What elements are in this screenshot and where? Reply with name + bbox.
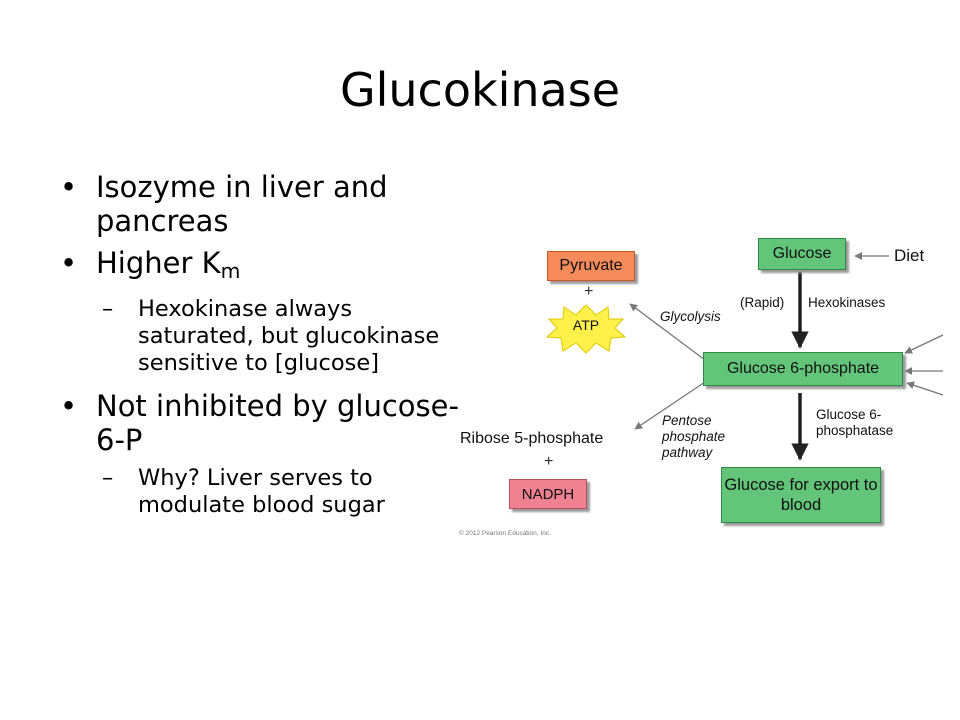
atp-starburst-icon (545, 304, 627, 354)
glucose-box: Glucose (758, 238, 846, 270)
metabolic-diagram: Glucose Diet (Rapid) Hexokinases Pyruvat… (455, 225, 945, 555)
sub-bullet-text: Hexokinase always saturated, but glucoki… (138, 296, 440, 377)
plus-sign: + (544, 453, 554, 470)
plus-sign: + (584, 283, 594, 300)
glucose-6-phosphate-box: Glucose 6-phosphate (703, 352, 903, 386)
rapid-label: (Rapid) (740, 295, 785, 310)
atp-label: ATP (572, 317, 600, 333)
nadph-box: NADPH (509, 479, 587, 509)
glycolysis-arrow (629, 303, 706, 361)
copyright-text: © 2012 Pearson Education, Inc. (459, 530, 551, 537)
dash-icon: – (102, 465, 114, 492)
bullet-text: Higher K (96, 246, 221, 280)
bullet-item: • Not inhibited by glucose-6-P (60, 389, 460, 457)
bullet-dot-icon: • (60, 389, 78, 424)
input-arrow (904, 334, 944, 354)
slide-title: Glucokinase (339, 63, 621, 117)
bullet-item: • Higher Km (60, 246, 460, 288)
bullet-dot-icon: • (60, 170, 78, 204)
ribose-5-phosphate-label: Ribose 5-phosphate (460, 430, 604, 447)
sub-bullet-item: – Hexokinase always saturated, but gluco… (60, 296, 460, 377)
sub-bullet-item: – Why? Liver serves to modulate blood su… (60, 465, 460, 519)
bullet-list: • Isozyme in liver and pancreas • Higher… (60, 170, 460, 531)
bullet-text: Not inhibited by glucose-6-P (96, 389, 459, 458)
input-arrow (906, 381, 944, 396)
pentose-pathway-label: Pentose phosphate pathway (662, 413, 726, 460)
diagram-arrows (545, 252, 944, 461)
bullet-dot-icon: • (60, 246, 78, 280)
dash-icon: – (102, 296, 114, 323)
glucose-export-box: Glucose for export to blood (721, 467, 881, 523)
glycolysis-label: Glycolysis (660, 309, 721, 324)
diet-label: Diet (894, 246, 925, 265)
glucose-6-phosphatase-label: Glucose 6-phosphatase (816, 407, 894, 438)
hexokinases-label: Hexokinases (808, 295, 886, 310)
pyruvate-box: Pyruvate (547, 251, 635, 281)
bullet-item: • Isozyme in liver and pancreas (60, 170, 460, 238)
pentose-arrow (634, 381, 706, 430)
bullet-text: Isozyme in liver and pancreas (96, 170, 388, 238)
bullet-subscript: m (220, 259, 241, 284)
sub-bullet-text: Why? Liver serves to modulate blood suga… (138, 465, 385, 519)
